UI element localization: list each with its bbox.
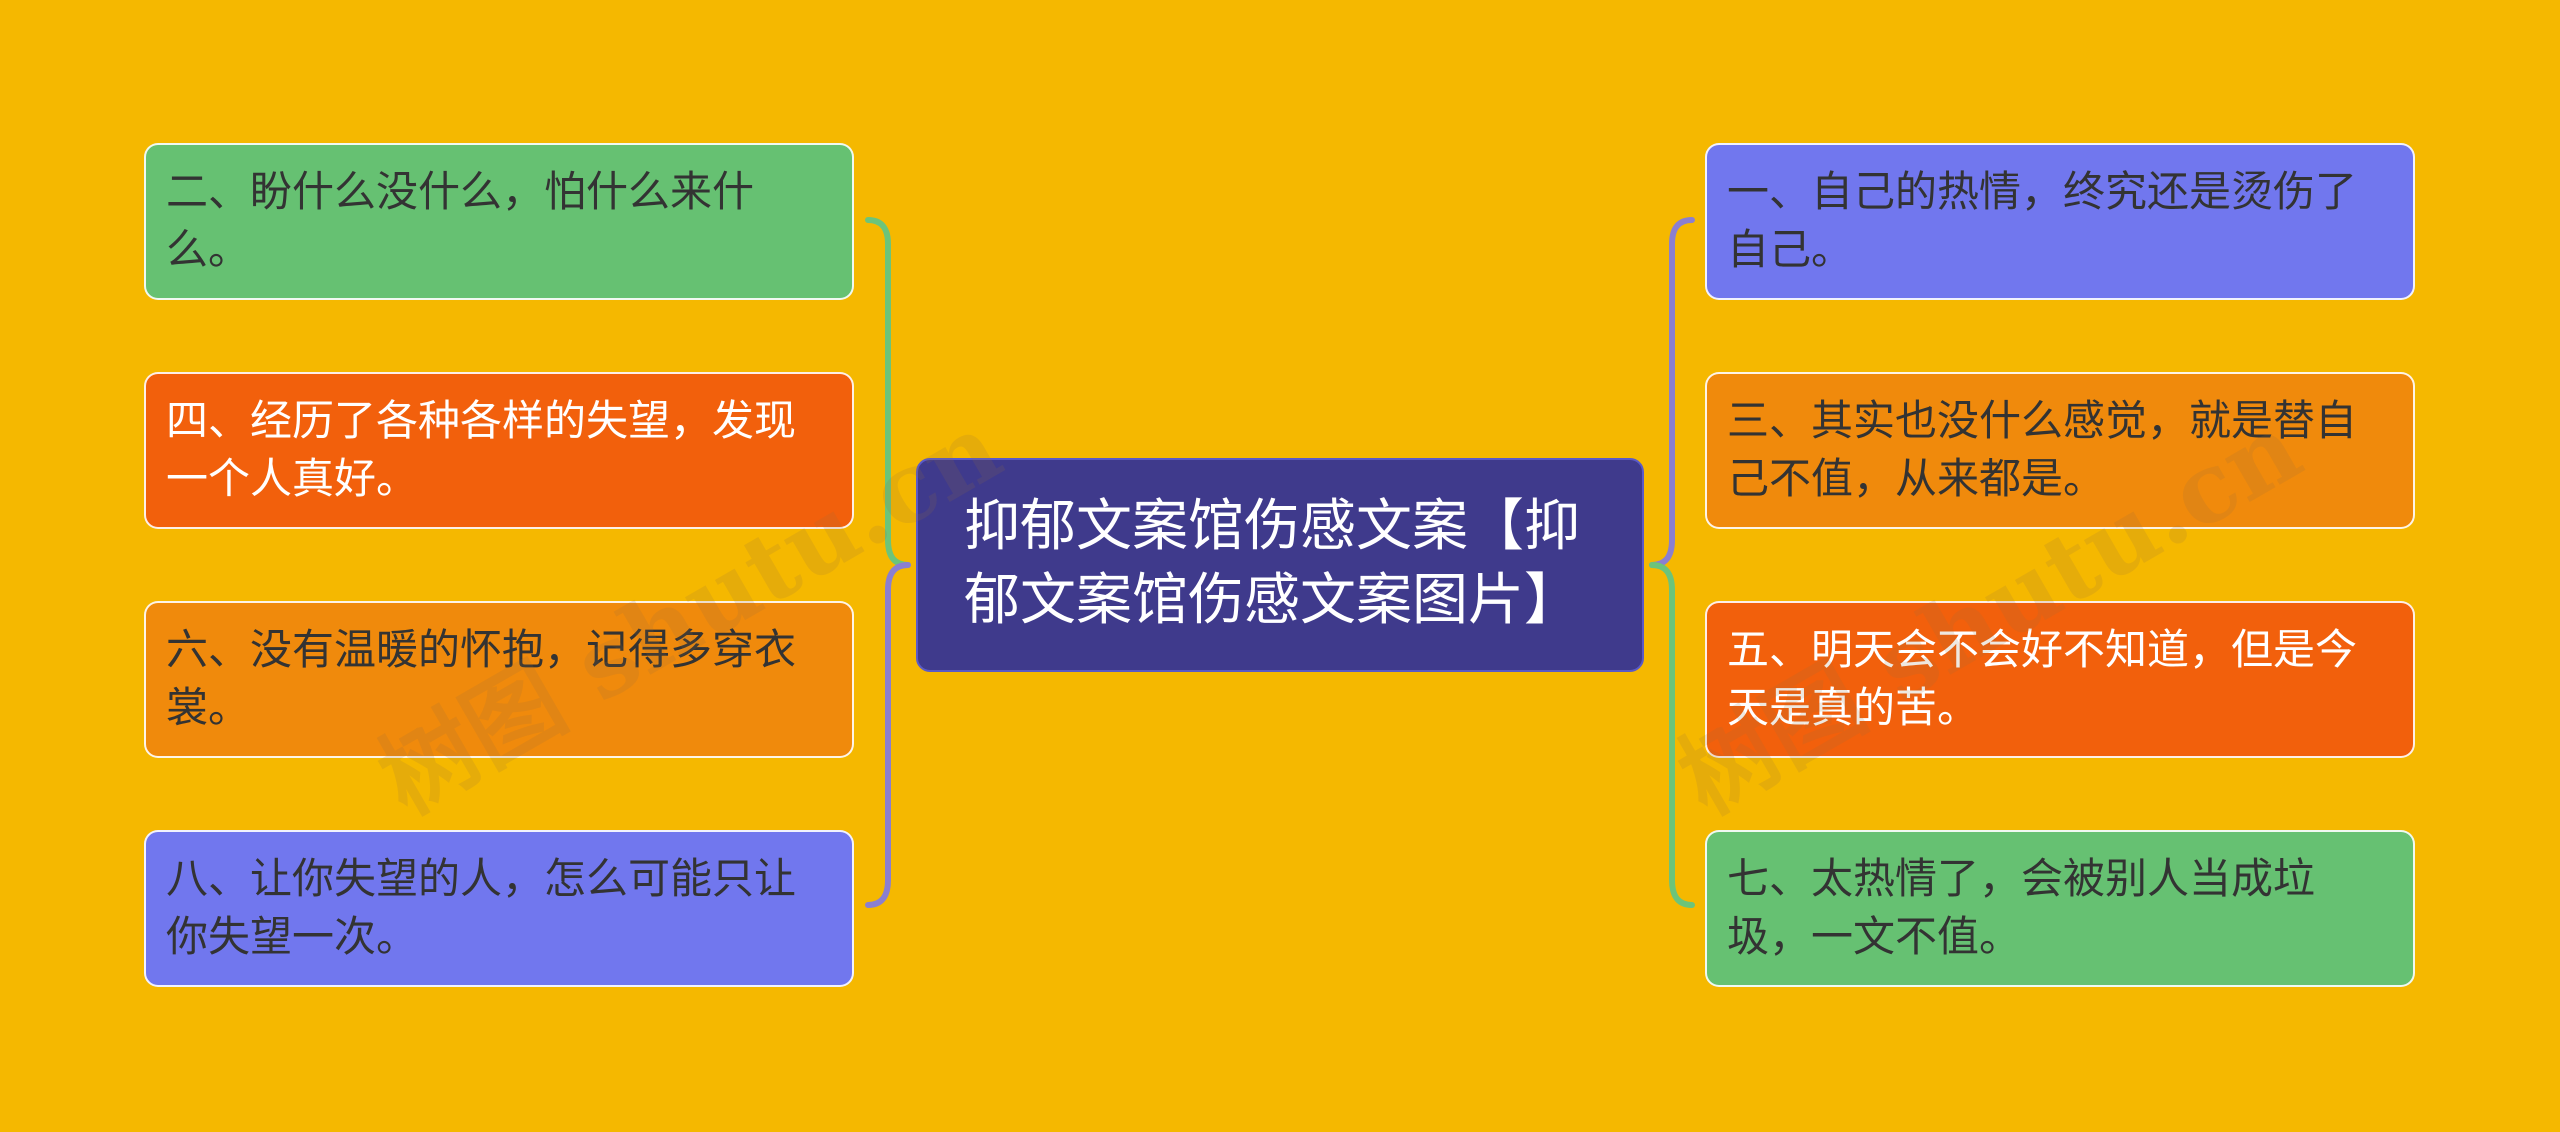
connector-right-upper [1649,217,1695,568]
center-topic-label: 抑郁文案馆伤感文案【抑郁文案馆伤感文案图片】 [964,494,1580,633]
branch-node-right-4[interactable]: 七、太热情了，会被别人当成垃圾，一文不值。 [1705,830,2415,987]
branch-node-label: 二、盼什么没什么，怕什么来什么。 [166,167,755,274]
branch-node-label: 六、没有温暖的怀抱，记得多穿衣裳。 [166,625,797,732]
branch-node-right-3[interactable]: 五、明天会不会好不知道，但是今天是真的苦。 [1705,601,2415,758]
connector-right-lower [1649,562,1695,908]
branch-node-left-3[interactable]: 六、没有温暖的怀抱，记得多穿衣裳。 [144,601,854,758]
branch-node-right-2[interactable]: 三、其实也没什么感觉，就是替自己不值，从来都是。 [1705,372,2415,529]
connector-left-upper [865,217,911,568]
center-topic[interactable]: 抑郁文案馆伤感文案【抑郁文案馆伤感文案图片】 [916,458,1644,672]
branch-node-label: 三、其实也没什么感觉，就是替自己不值，从来都是。 [1727,396,2358,503]
branch-node-label: 七、太热情了，会被别人当成垃圾，一文不值。 [1727,854,2316,961]
branch-node-label: 八、让你失望的人，怎么可能只让你失望一次。 [166,854,797,961]
branch-node-left-1[interactable]: 二、盼什么没什么，怕什么来什么。 [144,143,854,300]
branch-node-label: 四、经历了各种各样的失望，发现一个人真好。 [166,396,797,503]
connector-left-lower [865,562,911,908]
branch-node-left-2[interactable]: 四、经历了各种各样的失望，发现一个人真好。 [144,372,854,529]
branch-node-left-4[interactable]: 八、让你失望的人，怎么可能只让你失望一次。 [144,830,854,987]
branch-node-label: 一、自己的热情，终究还是烫伤了自己。 [1727,167,2358,274]
branch-node-right-1[interactable]: 一、自己的热情，终究还是烫伤了自己。 [1705,143,2415,300]
branch-node-label: 五、明天会不会好不知道，但是今天是真的苦。 [1727,625,2358,732]
